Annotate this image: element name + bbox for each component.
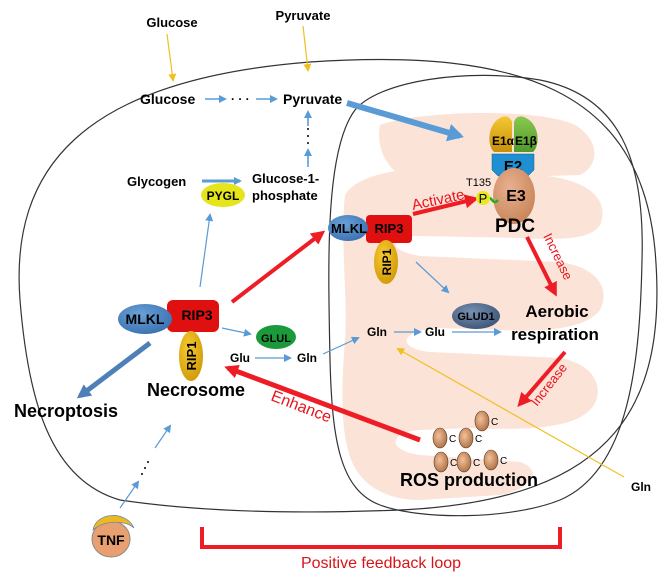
extracellular-glucose-label: Glucose bbox=[146, 15, 197, 30]
phosphate-label: P bbox=[479, 191, 488, 206]
ros-production-label: ROS production bbox=[400, 470, 538, 490]
e3-subunit bbox=[493, 168, 535, 224]
mito-rip1-label: RIP1 bbox=[380, 248, 394, 275]
cell-membrane bbox=[18, 58, 658, 513]
mito-mlkl-label: MLKL bbox=[331, 221, 367, 236]
activate-arrow bbox=[412, 194, 479, 216]
mito-rip3-label: RIP3 bbox=[375, 221, 404, 236]
necroptosis-label: Necroptosis bbox=[14, 401, 118, 421]
tnf-to-necrosome-arrow-upper bbox=[154, 424, 172, 449]
mito-rip1-to-glud1-arrow bbox=[415, 261, 450, 294]
e1a-label: E1α bbox=[492, 134, 515, 148]
enhance-arrow bbox=[224, 364, 421, 443]
feedback-loop-label: Positive feedback loop bbox=[301, 555, 461, 572]
pygl-node bbox=[201, 183, 245, 207]
cytochrome-c-label: C bbox=[500, 456, 507, 467]
extracellular-pyruvate-label: Pyruvate bbox=[276, 8, 331, 23]
extracellular-gln-arrow bbox=[396, 348, 625, 478]
e1b-subunit bbox=[514, 116, 538, 152]
mito-rip3-node bbox=[366, 215, 412, 243]
necrosome-translocation-arrow bbox=[230, 230, 326, 304]
cytochrome-c-label: C bbox=[450, 458, 457, 469]
cytochrome-c-label: C bbox=[475, 434, 482, 445]
necrosome-to-pygl-arrow bbox=[199, 213, 214, 288]
cytoplasm-glu-label: Glu bbox=[230, 351, 250, 365]
cytoplasm-glucose-label: Glucose bbox=[140, 91, 195, 107]
cytochrome-c-molecule bbox=[433, 451, 449, 473]
cytoplasm-gln-label: Gln bbox=[297, 351, 317, 365]
cytoplasmic-necrosome: MLKL RIP3 RIP1 bbox=[118, 300, 219, 381]
mito-glu-label: Glu bbox=[425, 325, 445, 339]
phosphate-node bbox=[476, 191, 490, 205]
glul-label: GLUL bbox=[261, 333, 291, 345]
cytochrome-c-label: C bbox=[491, 417, 498, 428]
cytoplasm-pyruvate-label: Pyruvate bbox=[283, 91, 342, 107]
feedback-loop-bracket bbox=[200, 527, 562, 549]
glucose-uptake-arrow bbox=[166, 33, 177, 82]
cytochrome-c-label: C bbox=[449, 434, 456, 445]
mito-mlkl-node bbox=[328, 215, 368, 241]
pdc-to-respiration-arrow bbox=[525, 236, 557, 297]
tnf-label: TNF bbox=[97, 532, 125, 548]
aerobic-label-line2: respiration bbox=[511, 325, 599, 344]
necrosome-to-necroptosis-arrow bbox=[76, 341, 152, 399]
rip1-label: RIP1 bbox=[184, 342, 199, 371]
pyruvate-to-pdc-arrow bbox=[346, 100, 464, 142]
glud1-node bbox=[452, 303, 500, 329]
mlkl-node bbox=[118, 304, 172, 334]
e1a-subunit bbox=[489, 116, 512, 152]
glycogen-label: Glycogen bbox=[127, 174, 186, 189]
e3-label: E3 bbox=[506, 188, 526, 205]
gln-into-mito-arrow bbox=[322, 336, 360, 355]
mlkl-label: MLKL bbox=[126, 311, 165, 327]
mito-rip1-node bbox=[374, 240, 398, 284]
cytochrome-c-molecule bbox=[458, 427, 474, 449]
rip3-to-glul-arrow bbox=[221, 327, 252, 337]
e1b-label: E1β bbox=[515, 134, 537, 148]
extracellular-gln-label: Gln bbox=[631, 480, 651, 494]
g1p-label-line2: phosphate bbox=[252, 188, 318, 203]
mitochondrial-necrosome: MLKL RIP3 RIP1 bbox=[328, 215, 412, 284]
tnf-receptor: TNF bbox=[91, 515, 135, 558]
rip1-node bbox=[179, 331, 203, 381]
tnf-receptor-cap bbox=[92, 515, 135, 532]
pdc-label: PDC bbox=[495, 216, 535, 237]
g1p-label-line1: Glucose-1- bbox=[252, 171, 319, 186]
pygl-label: PYGL bbox=[207, 189, 240, 203]
respiration-to-ros-arrow bbox=[517, 350, 567, 408]
tnf-to-necrosome-arrow-lower bbox=[119, 480, 140, 509]
glul-node bbox=[256, 325, 296, 349]
cytochrome-c-molecule bbox=[474, 410, 490, 432]
aerobic-label-line1: Aerobic bbox=[525, 302, 588, 321]
pyruvate-uptake-arrow bbox=[302, 25, 312, 72]
glud1-label: GLUD1 bbox=[457, 311, 494, 323]
necrosome-label: Necrosome bbox=[147, 380, 245, 400]
cytochrome-c-molecule bbox=[483, 449, 499, 471]
pdc-complex: E1α E1β E2 E3 P T135 bbox=[466, 116, 538, 224]
rip3-label: RIP3 bbox=[181, 307, 212, 323]
rip3-node bbox=[167, 300, 219, 332]
cytochrome-c-label: C bbox=[473, 458, 480, 469]
t135-label: T135 bbox=[466, 177, 491, 189]
cytochrome-c-molecule bbox=[456, 451, 472, 473]
cytochrome-c-molecule bbox=[432, 427, 448, 449]
mito-gln-label: Gln bbox=[367, 325, 387, 339]
glycolysis-ellipsis: · · · bbox=[231, 92, 250, 106]
